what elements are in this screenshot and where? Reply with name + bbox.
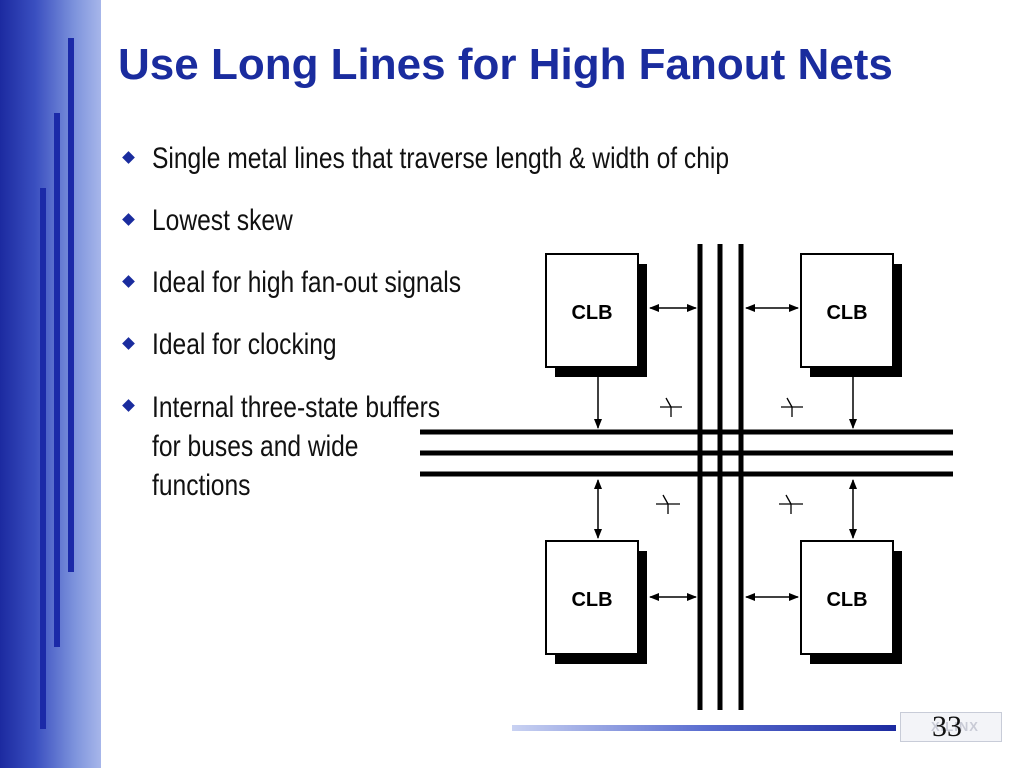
tristate-buffer-icon: [656, 494, 680, 514]
clb-block: CLB: [800, 253, 902, 377]
bullet-item: Internal three-state buffers for buses a…: [122, 388, 856, 505]
sidebar-bar-1: [68, 38, 74, 572]
bullet-item: Lowest skew: [122, 202, 856, 240]
sidebar-bar-2: [54, 113, 60, 647]
sidebar-bar-3: [40, 188, 46, 729]
clb-label: CLB: [826, 589, 867, 611]
slide-title: Use Long Lines for High Fanout Nets: [118, 40, 893, 89]
tristate-buffer-icon: [781, 397, 803, 417]
connection-arrows: [594, 304, 857, 601]
bullet-item: Single metal lines that traverse length …: [122, 140, 856, 178]
tristate-buffer-icon: [779, 494, 803, 514]
page-number: 33: [932, 710, 962, 743]
horizontal-long-lines: [420, 429, 953, 477]
sidebar-gradient: [0, 0, 101, 768]
buffer-symbols: [656, 397, 803, 514]
clb-label: CLB: [571, 302, 612, 324]
bullet-list: Single metal lines that traverse length …: [122, 140, 856, 529]
tristate-buffer-icon: [660, 397, 682, 417]
footer-gradient-line: [512, 725, 896, 731]
xilinx-logo: XILINX: [900, 712, 1002, 742]
clb-block: CLB: [545, 540, 647, 664]
vertical-long-lines: [697, 244, 744, 710]
clb-label: CLB: [826, 302, 867, 324]
bullet-item: Ideal for clocking: [122, 326, 856, 364]
clb-block: CLB: [800, 540, 902, 664]
bullet-item: Ideal for high fan-out signals: [122, 264, 856, 302]
clb-block: CLB: [545, 253, 647, 377]
clb-label: CLB: [571, 589, 612, 611]
